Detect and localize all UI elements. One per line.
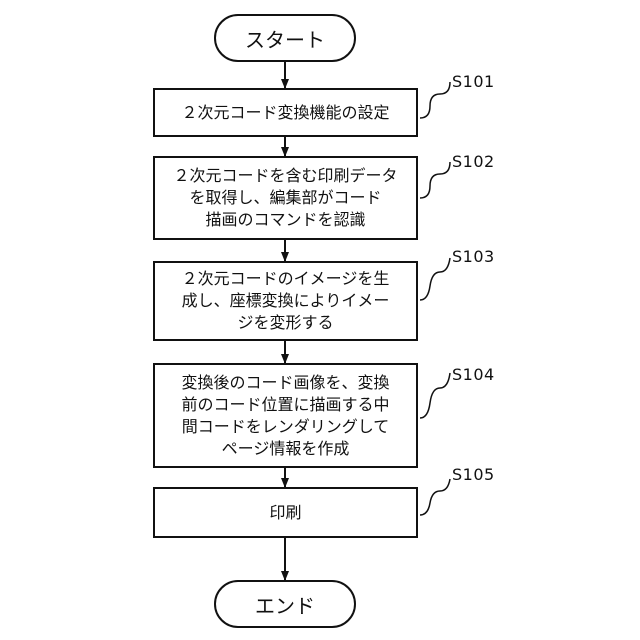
step-text-s102: ２次元コードを含む印刷データ を取得し、編集部がコード 描画のコマンドを認識 xyxy=(173,165,397,231)
step-id-s105: S105 xyxy=(452,465,495,484)
step-box-s103: ２次元コードのイメージを生 成し、座標変換によりイメー ジを変形する xyxy=(153,261,418,341)
step-id-s103: S103 xyxy=(452,247,495,266)
leader-s104 xyxy=(420,373,450,418)
leader-s102 xyxy=(420,162,450,198)
end-terminal: エンド xyxy=(214,580,356,628)
leader-s103 xyxy=(420,258,450,300)
start-label: スタート xyxy=(245,24,325,53)
step-box-s105: 印刷 xyxy=(153,487,418,538)
step-id-s102: S102 xyxy=(452,152,495,171)
step-box-s101: ２次元コード変換機能の設定 xyxy=(153,88,418,137)
leader-s101 xyxy=(420,82,450,118)
step-id-s104: S104 xyxy=(452,365,495,384)
step-box-s102: ２次元コードを含む印刷データ を取得し、編集部がコード 描画のコマンドを認識 xyxy=(153,156,418,240)
step-text-s104: 変換後のコード画像を、変換 前のコード位置に描画する中 間コードをレンダリングし… xyxy=(181,372,389,460)
step-box-s104: 変換後のコード画像を、変換 前のコード位置に描画する中 間コードをレンダリングし… xyxy=(153,363,418,468)
end-label: エンド xyxy=(255,590,315,619)
start-terminal: スタート xyxy=(214,14,356,62)
step-text-s101: ２次元コード変換機能の設定 xyxy=(181,102,389,124)
step-text-s105: 印刷 xyxy=(269,502,301,524)
step-text-s103: ２次元コードのイメージを生 成し、座標変換によりイメー ジを変形する xyxy=(182,268,390,334)
step-id-s101: S101 xyxy=(452,72,495,91)
leader-s105 xyxy=(420,479,450,515)
